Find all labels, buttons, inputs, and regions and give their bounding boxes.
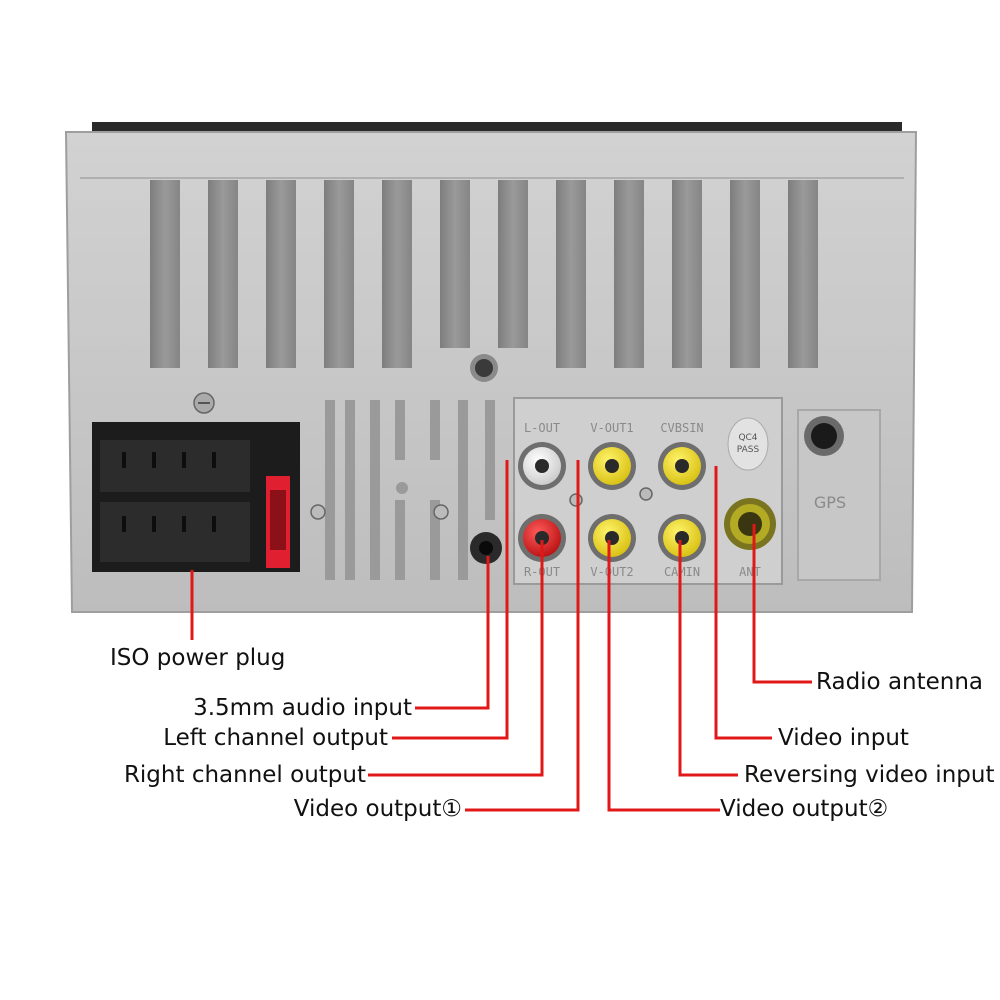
leader-right-channel <box>368 540 544 777</box>
callout-audio-input-3-5mm: 3.5mm audio input <box>193 695 412 721</box>
leader-left-channel <box>392 460 509 740</box>
sticker-line2: PASS <box>737 445 760 455</box>
audio-input-3-5mm-jack <box>470 532 502 564</box>
label-gps: GPS <box>814 493 846 512</box>
iso-connector <box>92 422 300 572</box>
leader-video-output-2 <box>607 540 720 812</box>
leader-reversing-video <box>678 540 738 777</box>
vent-hole <box>396 482 408 494</box>
callout-video-input: Video input <box>778 725 909 751</box>
cooling-fins <box>150 180 818 368</box>
rca-screw-left <box>569 493 583 507</box>
rca-screw-right <box>639 487 653 501</box>
callout-video-output-1: Video output① <box>293 796 462 822</box>
callout-left-channel-output: Left channel output <box>163 725 388 751</box>
callout-iso-power-plug: ISO power plug <box>110 645 286 671</box>
label-cvbs-in: CVBSIN <box>660 421 703 435</box>
rca-cvbs-in <box>658 442 706 490</box>
rca-v-out1 <box>588 442 636 490</box>
callout-radio-antenna: Radio antenna <box>816 669 984 695</box>
sticker-line1: QC4 <box>738 433 757 443</box>
qc-pass-sticker: QC4 PASS <box>727 417 769 471</box>
leader-video-output-1 <box>465 460 580 812</box>
radio-antenna-port <box>724 498 776 550</box>
lower-vents <box>325 400 495 580</box>
callout-right-channel-output: Right channel output <box>123 762 366 788</box>
leader-lines <box>190 460 812 812</box>
callout-video-output-2: Video output② <box>720 796 889 822</box>
iso-screw <box>193 392 215 414</box>
rca-v-out2 <box>588 514 636 562</box>
label-cam-in: CAMIN <box>664 565 700 579</box>
rca-r-out <box>518 514 566 562</box>
rca-l-out <box>518 442 566 490</box>
rca-cam-in <box>658 514 706 562</box>
callout-reversing-video-input: Reversing video input <box>744 762 995 788</box>
fuse-screw <box>310 504 326 520</box>
gps-port: GPS <box>797 409 881 581</box>
leader-audio-input <box>415 556 490 710</box>
label-v-out2: V-OUT2 <box>590 565 633 579</box>
leader-radio-antenna <box>752 524 812 684</box>
vent-screw <box>433 504 449 520</box>
label-l-out: L-OUT <box>524 421 560 435</box>
label-v-out1: V-OUT1 <box>590 421 633 435</box>
center-screw <box>470 354 498 382</box>
label-ant: ANT <box>739 565 761 579</box>
leader-video-input <box>714 466 772 740</box>
